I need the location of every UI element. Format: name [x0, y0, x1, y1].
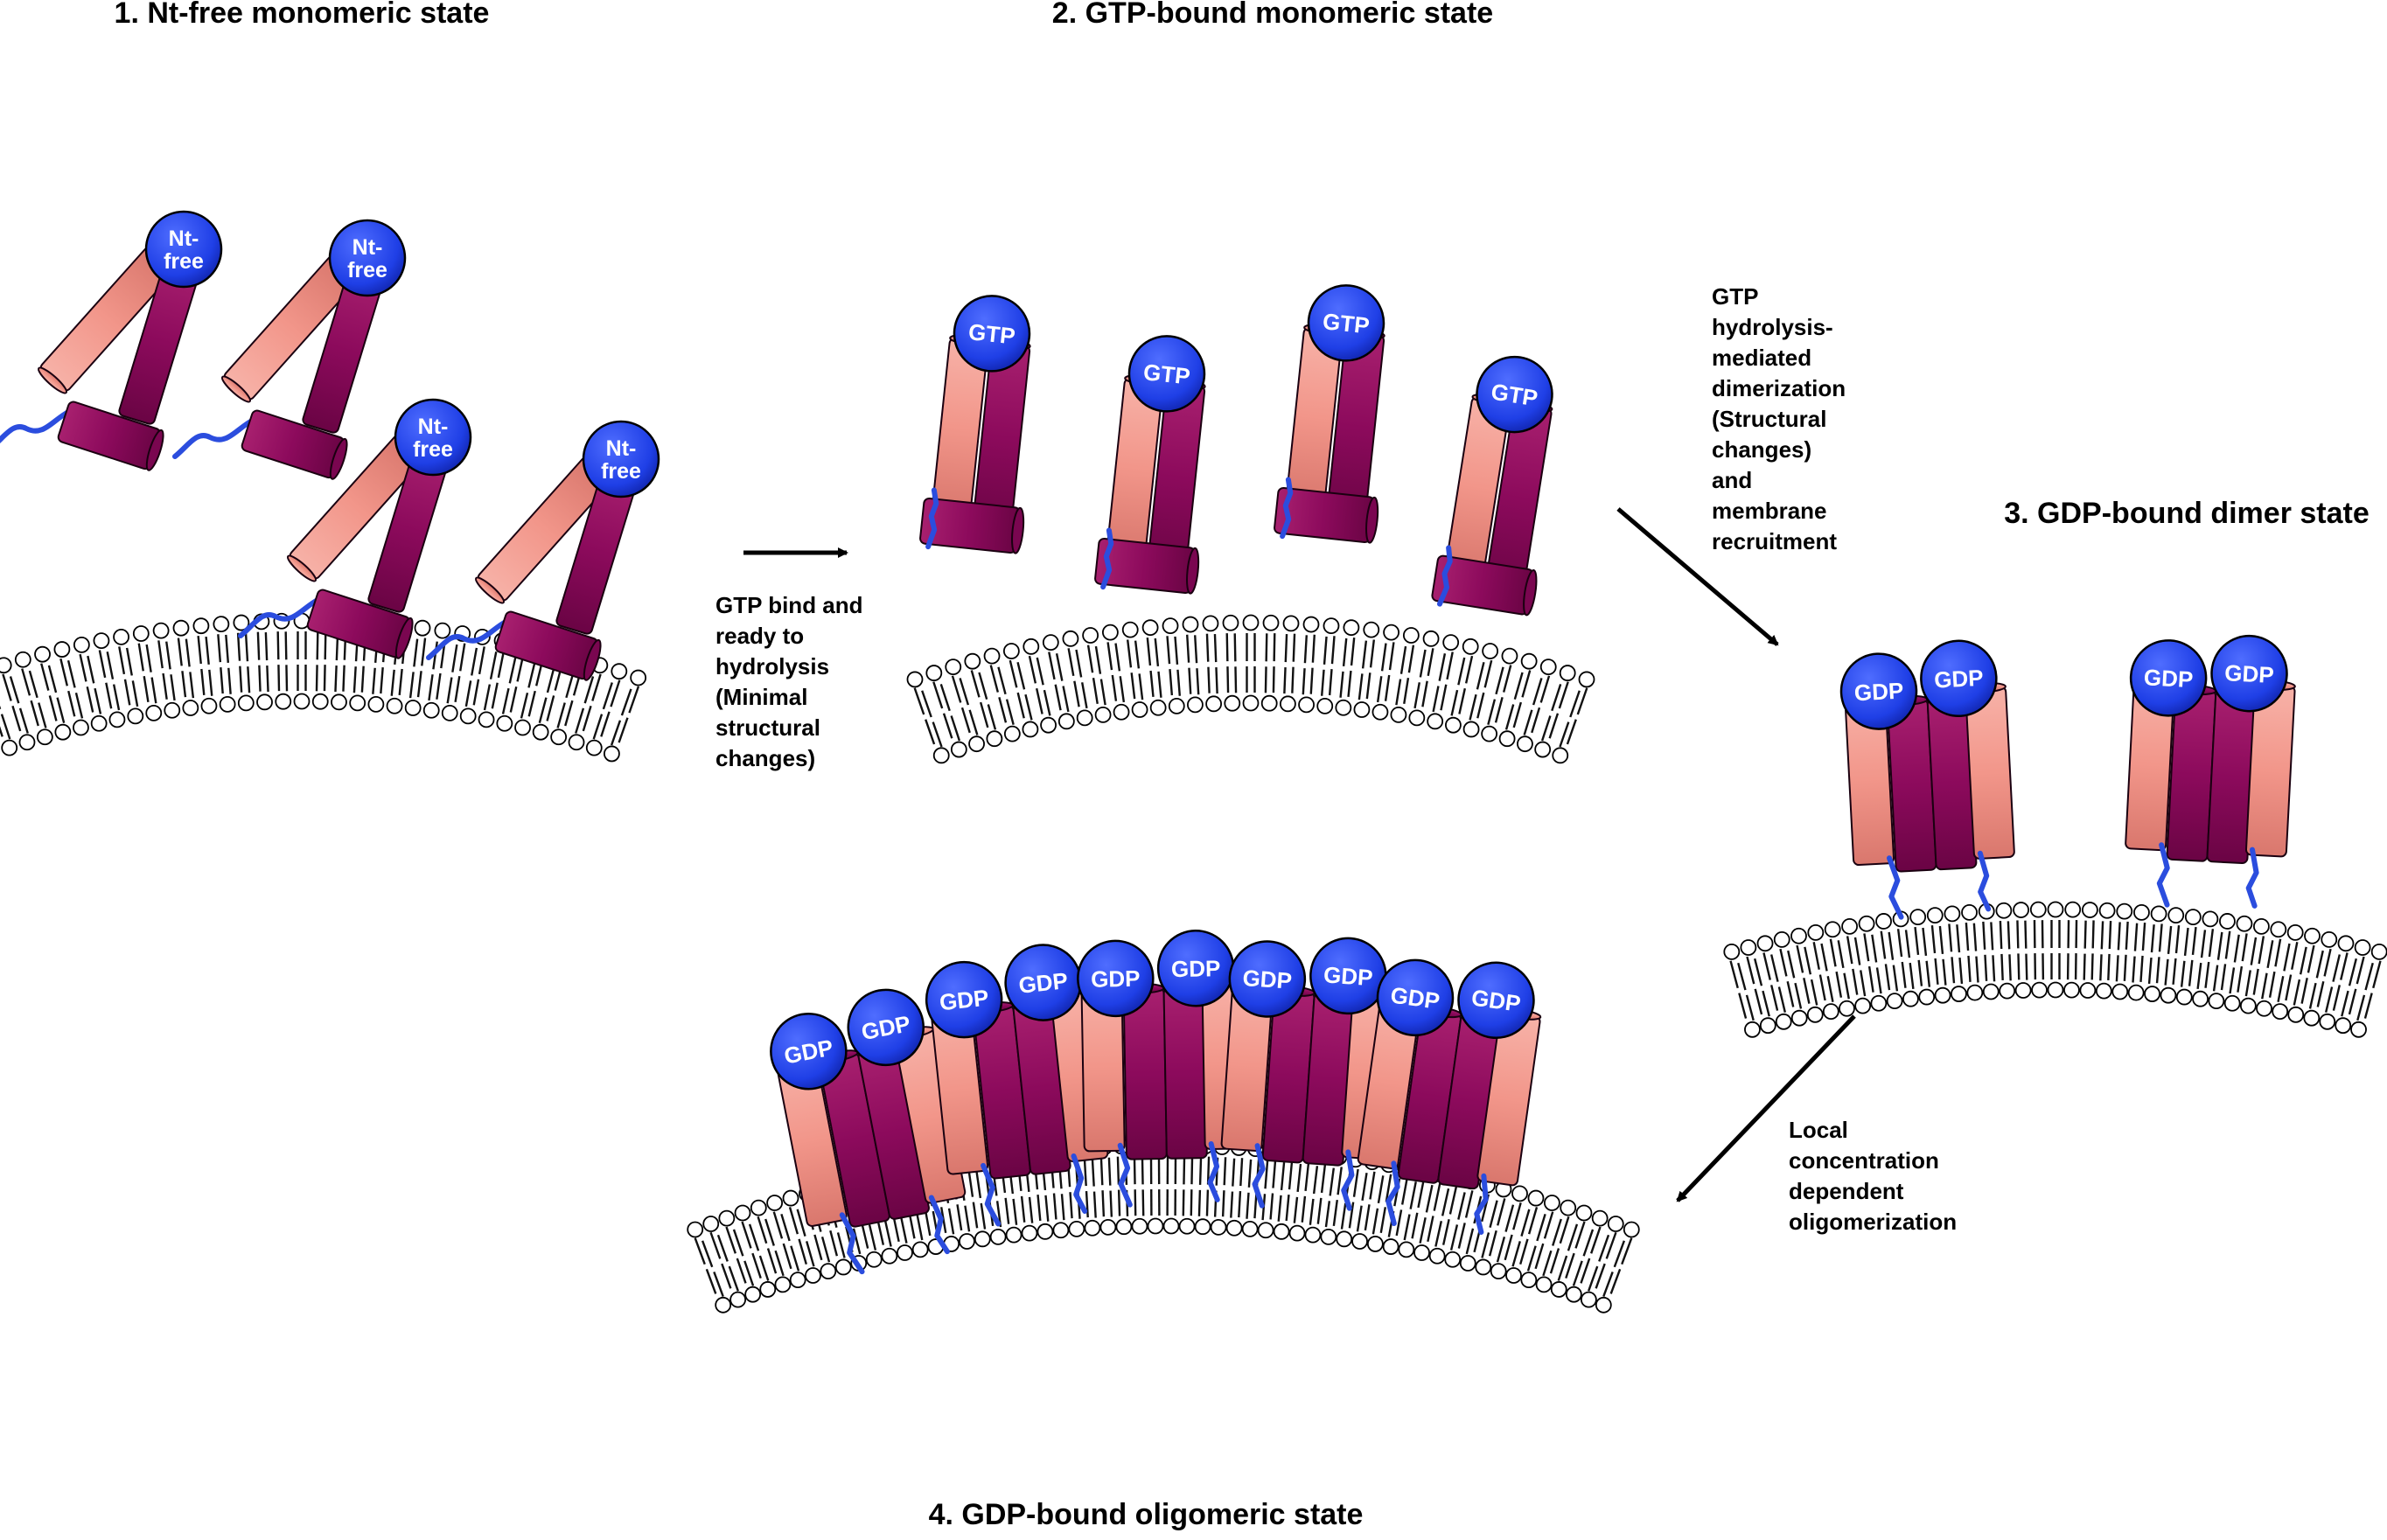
gtp-bound-monomer: GTP: [1274, 281, 1401, 547]
step1-line: (Minimal: [715, 682, 863, 713]
nucleotide-domain: Nt-free: [330, 220, 405, 296]
nucleotide-label: GDP: [2224, 659, 2275, 688]
gtp-bound-monomer: GTP: [1431, 350, 1571, 619]
nucleotide-label: Nt-: [169, 226, 199, 251]
membrane-state-2: [907, 616, 1594, 763]
gtp-bound-monomer: GTP: [919, 291, 1047, 557]
step1-line: structural: [715, 713, 863, 743]
nucleotide-label: free: [413, 437, 453, 462]
nucleotide-domain: Nt-free: [583, 422, 659, 497]
nucleotide-label: GDP: [1323, 961, 1373, 991]
nucleotide-label: Nt-: [352, 235, 383, 260]
step3-line: concentration: [1789, 1146, 1957, 1176]
nucleotide-domain: Nt-free: [146, 212, 221, 287]
step3-line: oligomerization: [1789, 1207, 1957, 1237]
nucleotide-label: GDP: [2143, 664, 2194, 693]
nucleotide-label: GTP: [967, 318, 1016, 349]
nucleotide-label: GTP: [1322, 308, 1371, 338]
nt-free-monomer: Nt-free: [0, 212, 221, 471]
membrane-anchor: [2248, 850, 2258, 906]
membrane-anchor: [1072, 1155, 1085, 1211]
nucleotide-domain: Nt-free: [395, 400, 471, 475]
title-state-1: 1. Nt-free monomeric state: [115, 0, 490, 31]
nucleotide-label: GDP: [1242, 965, 1293, 994]
nucleotide-label: Nt-: [418, 415, 449, 439]
nucleotide-label: free: [601, 459, 641, 484]
step2-line: mediated: [1712, 343, 1846, 373]
membrane-state-3: [1724, 902, 2386, 1037]
membrane-anchor: [1979, 853, 1988, 909]
step2-line: GTP: [1712, 282, 1846, 312]
nucleotide-label: GTP: [1142, 359, 1191, 389]
membrane-anchor: [175, 420, 254, 456]
step1-line: ready to: [715, 621, 863, 652]
step3-line: dependent: [1789, 1176, 1957, 1207]
step1-line: hydrolysis: [715, 652, 863, 682]
nucleotide-label: GDP: [1933, 665, 1984, 693]
step2-line: and: [1712, 465, 1846, 496]
step2-line: recruitment: [1712, 526, 1846, 557]
title-state-4: 4. GDP-bound oligomeric state: [929, 1498, 1364, 1532]
membrane-anchor: [0, 411, 70, 448]
title-state-3: 3. GDP-bound dimer state: [2004, 497, 2370, 531]
helix-dark: [1163, 983, 1206, 1159]
step2-line: hydrolysis-: [1712, 312, 1846, 343]
step2-line: changes): [1712, 435, 1846, 465]
gdp-dimer: GDP GDP: [1839, 638, 2017, 919]
step3-line: Local: [1789, 1115, 1957, 1146]
title-state-2: 2. GTP-bound monomeric state: [1052, 0, 1493, 31]
nucleotide-label: GDP: [939, 985, 990, 1016]
nucleotide-label: GDP: [1017, 967, 1069, 999]
step1-line: changes): [715, 743, 863, 774]
gtp-bound-monomer: GTP: [1094, 331, 1222, 597]
nucleotide-label: GDP: [1853, 677, 1904, 706]
nucleotide-label: free: [347, 258, 387, 282]
gdp-dimer: GDP GDP: [2119, 630, 2298, 910]
nucleotide-label: Nt-: [606, 436, 637, 461]
nucleotide-label: GDP: [1171, 955, 1221, 982]
nucleotide-label: GDP: [1091, 965, 1141, 993]
nucleotide-domain: GDP: [1157, 930, 1233, 1007]
nucleotide-label: free: [164, 249, 204, 274]
step2-line: dimerization: [1712, 373, 1846, 404]
step1-line: GTP bind and: [715, 590, 863, 621]
step2-line: (Structural: [1712, 404, 1846, 435]
step2-line: membrane: [1712, 496, 1846, 526]
nucleotide-domain: GDP: [1078, 940, 1154, 1016]
